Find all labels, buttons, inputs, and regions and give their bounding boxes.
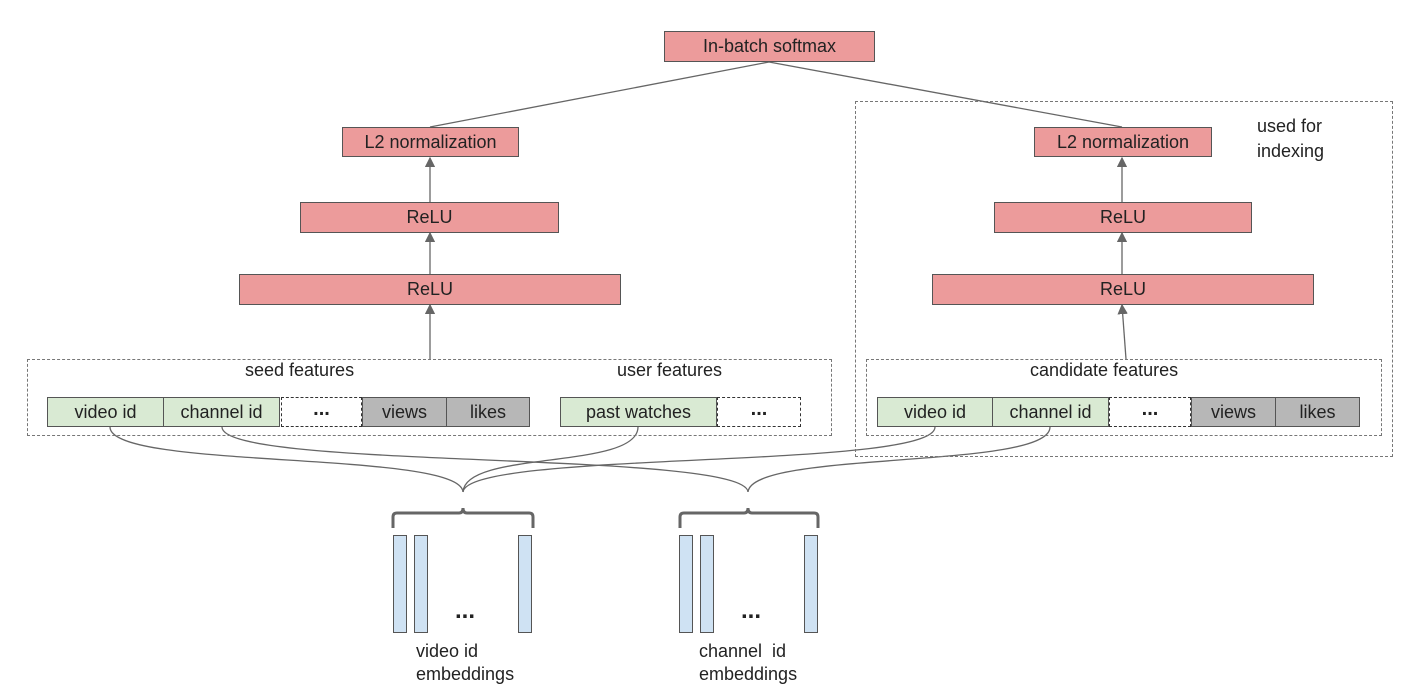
link-left-video-id — [109, 426, 464, 493]
right-video-id-cell: video id — [877, 397, 993, 427]
left-feature-group — [27, 359, 832, 436]
video-embedding-ellipsis: ... — [455, 597, 476, 624]
candidate-features-label: candidate features — [1030, 360, 1179, 380]
brace-channel-embeddings — [678, 507, 820, 528]
right-likes-cell: likes — [1275, 397, 1360, 427]
channel-embeddings-label-line1: channel id — [699, 641, 787, 661]
channel-embeddings-label-line2: embeddings — [699, 664, 798, 684]
right-views-cell: views — [1191, 397, 1276, 427]
seed-features-label: seed features — [245, 360, 355, 380]
left-views-cell: views — [362, 397, 447, 427]
channel-embedding-vector-2 — [700, 535, 714, 633]
right-relu-lower: ReLU — [932, 274, 1314, 305]
right-channel-id-cell: channel id — [992, 397, 1109, 427]
left-l2-normalization: L2 normalization — [342, 127, 519, 157]
link-past-watches — [462, 426, 639, 493]
link-right-video-id — [462, 426, 936, 493]
channel-embedding-ellipsis: ... — [741, 597, 762, 624]
video-embeddings-label-line1: video id — [416, 641, 479, 661]
right-relu-upper: ReLU — [994, 202, 1252, 233]
link-right-channel-id — [747, 426, 1051, 493]
indexing-group — [855, 101, 1393, 457]
arrow-right-features-relu — [1117, 303, 1128, 360]
candidate-feature-group — [866, 359, 1382, 436]
left-relu-lower: ReLU — [239, 274, 621, 305]
left-relu-upper: ReLU — [300, 202, 559, 233]
left-seed-ellipsis-cell: ... — [281, 397, 362, 427]
right-ellipsis-cell: ... — [1109, 397, 1191, 427]
in-batch-softmax: In-batch softmax — [664, 31, 875, 62]
link-left-channel-id — [221, 426, 749, 493]
video-embedding-vector-n — [518, 535, 532, 633]
channel-embedding-vector-1 — [679, 535, 693, 633]
user-ellipsis-cell: ... — [717, 397, 801, 427]
video-embeddings-label-line2: embeddings — [416, 664, 515, 684]
user-features-label: user features — [617, 360, 723, 380]
video-embedding-vector-2 — [414, 535, 428, 633]
left-channel-id-cell: channel id — [163, 397, 280, 427]
edge-softmax-left — [429, 61, 770, 128]
right-l2-normalization: L2 normalization — [1034, 127, 1212, 157]
channel-embedding-vector-n — [804, 535, 818, 633]
past-watches-cell: past watches — [560, 397, 717, 427]
video-embedding-vector-1 — [393, 535, 407, 633]
edge-softmax-right — [768, 61, 1123, 128]
brace-video-embeddings — [391, 507, 535, 528]
indexing-note: used for indexing — [1257, 116, 1325, 161]
left-video-id-cell: video id — [47, 397, 164, 427]
left-likes-cell: likes — [446, 397, 530, 427]
